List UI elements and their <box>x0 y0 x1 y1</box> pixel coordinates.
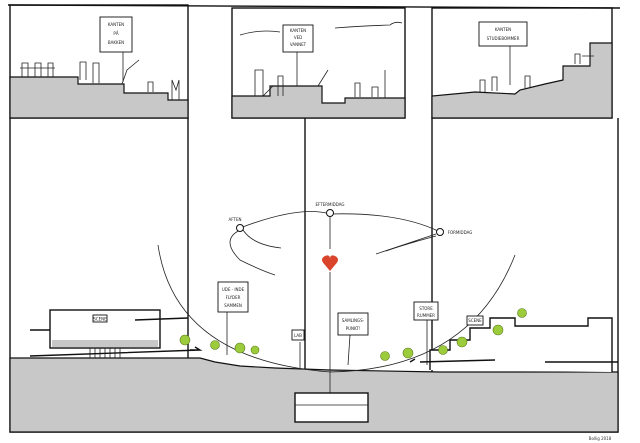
sign-samlingspunkt <box>337 312 369 336</box>
heart-icon <box>322 255 338 271</box>
svg-text:KANTEN: KANTEN <box>108 22 124 27</box>
node-formiddag <box>436 228 444 236</box>
time-orbit <box>239 211 441 233</box>
sign-kanten-ved-vannet <box>282 24 314 53</box>
panel-kanten-pa-bakken: KANTEN PÅ BAKKEN <box>9 4 189 119</box>
svg-text:LAB: LAB <box>294 333 302 338</box>
people-figures <box>479 53 594 92</box>
svg-text:SCENE: SCENE <box>468 318 482 323</box>
sign-kanten-studiebommer <box>478 21 528 47</box>
svg-text:RUMMER: RUMMER <box>417 313 435 318</box>
svg-text:BAKKEN: BAKKEN <box>108 40 124 45</box>
svg-text:FORMIDDAG: FORMIDDAG <box>448 230 473 235</box>
sign-scene-right <box>466 315 484 326</box>
svg-text:VED: VED <box>294 35 302 40</box>
sign-lab <box>291 329 305 341</box>
svg-text:PUNKT!: PUNKT! <box>346 326 361 331</box>
svg-text:STUDIEBOMMER: STUDIEBOMMER <box>487 36 520 41</box>
svg-text:VANNET: VANNET <box>290 42 307 47</box>
panel-kanten-ved-vannet: KANTEN VED VANNET <box>231 7 406 119</box>
sign-store-rummer <box>413 301 439 321</box>
signature: Bollig 2018 <box>589 436 612 441</box>
svg-text:SCENE: SCENE <box>93 317 107 322</box>
sign-scene-left <box>92 314 108 323</box>
underground-box <box>294 392 369 423</box>
node-aften <box>236 224 244 232</box>
svg-text:KANTEN: KANTEN <box>290 28 306 33</box>
svg-text:SAMMEN: SAMMEN <box>224 303 242 308</box>
panel-kanten-studiebommer: KANTEN STUDIEBOMMER <box>431 7 613 119</box>
people-figures <box>254 69 386 98</box>
people-figures <box>20 59 180 100</box>
sign-ude-inde <box>217 281 249 313</box>
svg-text:STORE: STORE <box>419 306 433 311</box>
node-eftermiddag <box>326 209 334 217</box>
trees <box>179 308 527 361</box>
svg-text:AFTEN: AFTEN <box>229 217 242 222</box>
svg-text:KANTEN: KANTEN <box>495 27 511 32</box>
svg-text:FLYDER: FLYDER <box>226 295 241 300</box>
sign-kanten-pa-bakken <box>99 16 133 53</box>
main-section: SCENE AFTEN EFTERMIDDAG FORMIDDAG UDE - … <box>9 118 619 433</box>
svg-text:PÅ: PÅ <box>113 31 118 36</box>
svg-text:SAMLINGS-: SAMLINGS- <box>342 318 365 323</box>
svg-text:UDE - INDE: UDE - INDE <box>222 287 245 292</box>
svg-text:EFTERMIDDAG: EFTERMIDDAG <box>316 202 345 207</box>
